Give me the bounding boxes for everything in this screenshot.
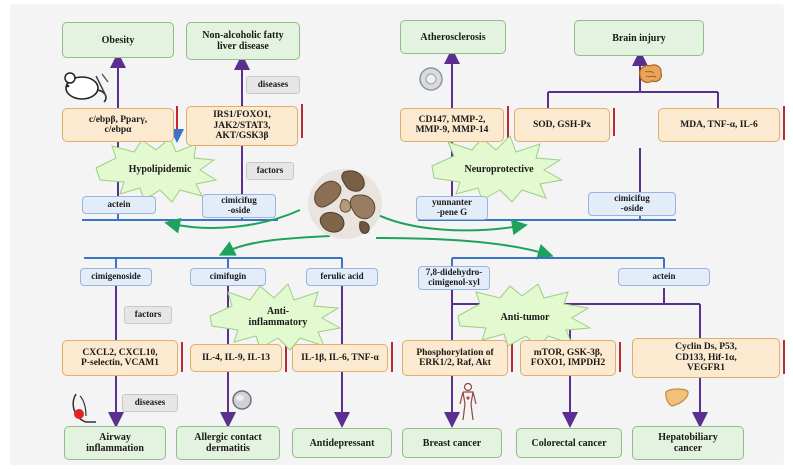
green-arrow-top-right bbox=[371, 211, 528, 236]
compound-cimicifugoside-right: cimicifug -oside bbox=[588, 192, 676, 216]
skin-cell-icon bbox=[232, 390, 252, 410]
hypolipidemic-burst bbox=[95, 137, 218, 203]
disease-brain-injury: Brain injury bbox=[574, 20, 704, 56]
disease-airway: Airway inflammation bbox=[64, 426, 166, 460]
disease-hepatobiliary: Hepatobiliary cancer bbox=[632, 426, 744, 460]
effect-anti-inflammatory: Anti- inflammatory bbox=[248, 306, 308, 328]
compound-didehydro: 7,8-didehydro- cimigenol-xyl bbox=[418, 266, 490, 290]
target-sod: SOD, GSH-Px bbox=[514, 108, 610, 142]
tag-factors-bottom: factors bbox=[124, 306, 172, 324]
disease-obesity: Obesity bbox=[62, 22, 174, 58]
target-irs1: IRS1/FOXO1, JAK2/STAT3, AKT/GSK3β bbox=[186, 106, 298, 146]
target-erk: Phosphorylation of ERK1/2, Raf, Akt bbox=[402, 340, 508, 376]
compound-cimicifugoside-top: cimicifug -oside bbox=[202, 194, 276, 218]
compound-actein-top: actein bbox=[82, 196, 156, 214]
compound-ferulic-acid: ferulic acid bbox=[306, 268, 378, 286]
disease-breast: Breast cancer bbox=[402, 428, 502, 458]
target-mda: MDA, TNF-α, IL-6 bbox=[658, 108, 780, 142]
liver-icon bbox=[665, 388, 689, 407]
target-il1: IL-1β, IL-6, TNF-α bbox=[292, 344, 388, 372]
disease-antidepressant: Antidepressant bbox=[292, 428, 392, 458]
cimicifuga-rhizome-icon bbox=[308, 169, 382, 239]
disease-atherosclerosis: Atherosclerosis bbox=[400, 20, 506, 54]
target-mtor: mTOR, GSK-3β, FOXO1, IMPDH2 bbox=[520, 340, 616, 376]
green-arrow-bottom-left bbox=[218, 235, 331, 256]
effect-neuroprotective: Neuroprotective bbox=[464, 164, 534, 175]
disease-dermatitis: Allergic contact dermatitis bbox=[176, 426, 280, 460]
compound-cimifugin: cimifugin bbox=[190, 268, 266, 286]
disease-nafld: Non-alcoholic fatty liver disease bbox=[186, 22, 300, 60]
target-cyclin: Cyclin Ds, P53, CD133, Hif-1α, VEGFR1 bbox=[632, 338, 780, 378]
target-cd147: CD147, MMP-2, MMP-9, MMP-14 bbox=[400, 108, 504, 142]
target-il4: IL-4, IL-9, IL-13 bbox=[190, 344, 282, 372]
green-arrow-bottom-right bbox=[375, 237, 554, 260]
anti-inflammatory-burst bbox=[209, 283, 342, 351]
effect-hypolipidemic: Hypolipidemic bbox=[128, 164, 192, 175]
target-cxcl: CXCL2, CXCL10, P-selectin, VCAM1 bbox=[62, 340, 178, 376]
compound-cimigenoside: cimigenoside bbox=[80, 268, 152, 286]
throat-icon bbox=[72, 393, 96, 423]
disease-colorectal: Colorectal cancer bbox=[516, 428, 622, 458]
mouse-icon bbox=[64, 72, 109, 103]
blood-vessel-icon bbox=[419, 67, 443, 91]
brain-icon bbox=[639, 64, 663, 83]
target-cebp: c/ebpβ, Pparγ, c/ebpα bbox=[62, 108, 174, 142]
tag-factors-top: factors bbox=[246, 162, 294, 180]
anti-tumor-burst bbox=[457, 283, 592, 349]
green-arrow-top-left bbox=[164, 209, 301, 234]
tag-diseases-top: diseases bbox=[246, 76, 300, 94]
compound-yunnanterpene: yunnanter -pene G bbox=[416, 196, 488, 220]
tag-diseases-bottom: diseases bbox=[122, 394, 178, 412]
effect-anti-tumor: Anti-tumor bbox=[500, 312, 550, 323]
female-body-icon bbox=[459, 382, 477, 421]
compound-actein-bottom: actein bbox=[618, 268, 710, 286]
